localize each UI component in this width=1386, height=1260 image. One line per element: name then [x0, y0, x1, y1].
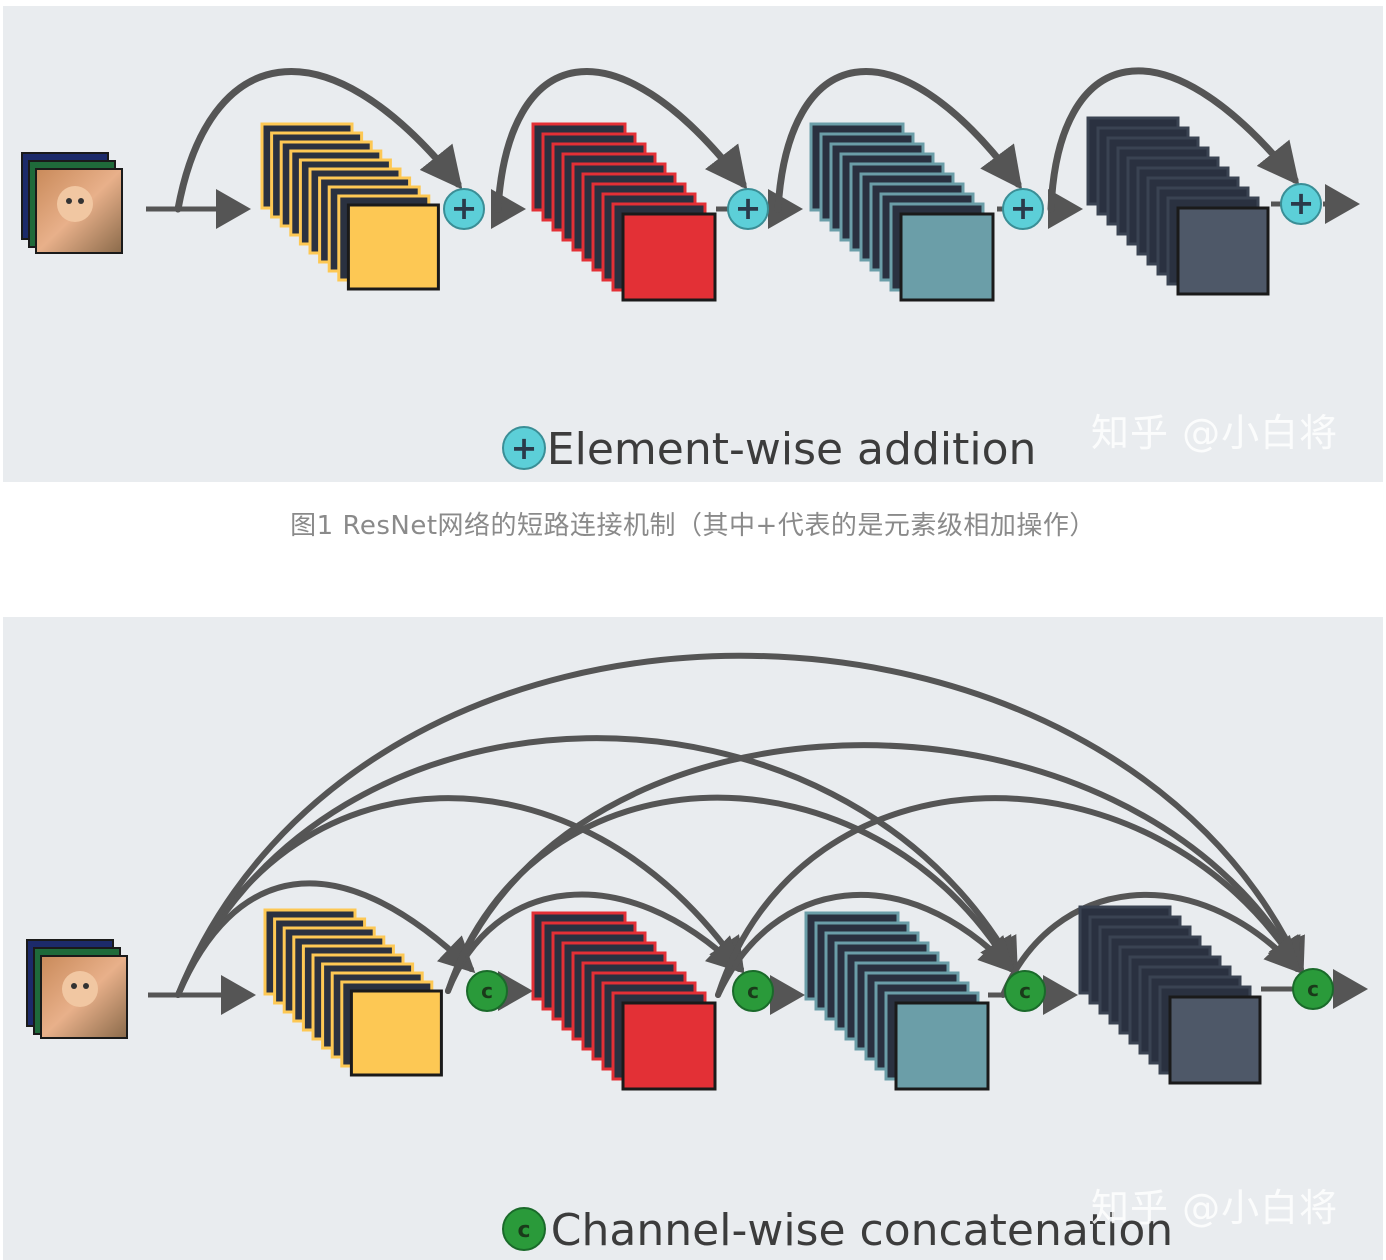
add-node-icon: +	[443, 188, 485, 230]
add-node-icon: +	[727, 188, 769, 230]
concat-node-icon: c	[502, 1207, 546, 1251]
concat-node-icon: c	[732, 970, 774, 1012]
legend-label: : Channel-wise concatenation	[522, 1205, 1174, 1256]
concat-symbol: c	[517, 1218, 530, 1243]
feature-map-stack-red	[531, 122, 717, 302]
concat-symbol: c	[1019, 979, 1031, 1003]
watermark: 知乎 @小白将	[1091, 1186, 1339, 1230]
input-image-icon	[21, 152, 123, 254]
concat-node-icon: c	[1004, 970, 1046, 1012]
input-image-icon	[26, 939, 128, 1039]
feature-map-stack-red	[531, 911, 717, 1091]
legend-label: : Element-wise addition	[518, 424, 1037, 475]
concat-node-icon: c	[1292, 968, 1334, 1010]
add-symbol: +	[735, 189, 762, 227]
feature-map-stack-yellow	[260, 122, 440, 291]
add-symbol: +	[451, 189, 478, 227]
concat-symbol: c	[747, 979, 759, 1003]
resnet-diagram-panel: + + + + + : Element-wise addition 知乎 @小白…	[3, 6, 1383, 482]
add-symbol: +	[511, 429, 538, 467]
watermark: 知乎 @小白将	[1091, 411, 1339, 455]
densenet-diagram-panel: c c c c c : Channel-wise concatenation 知…	[3, 617, 1383, 1260]
concat-symbol: c	[481, 979, 493, 1003]
resnet-diagram: + + + +	[21, 67, 1360, 302]
skip-connection-arcs	[174, 67, 1300, 213]
feature-map-stack-teal	[809, 122, 995, 302]
add-symbol: +	[1288, 184, 1315, 222]
feature-map-stack-slate	[1078, 905, 1262, 1085]
dense-connection-arcs	[175, 652, 1305, 998]
legend-concatenation: c : Channel-wise concatenation	[500, 1205, 1173, 1256]
feature-map-stack-slate	[1086, 116, 1270, 296]
densenet-diagram: c c c c	[26, 652, 1368, 1091]
add-symbol: +	[1010, 189, 1037, 227]
feature-map-stack-yellow	[263, 908, 443, 1077]
concat-node-icon: c	[466, 970, 508, 1012]
add-node-icon: +	[1002, 188, 1044, 230]
legend-addition: + : Element-wise addition	[500, 424, 1036, 475]
figure-caption: 图1 ResNet网络的短路连接机制（其中+代表的是元素级相加操作）	[290, 511, 1096, 541]
add-node-icon: +	[1280, 183, 1322, 225]
add-node-icon: +	[502, 426, 546, 470]
concat-symbol: c	[1307, 977, 1319, 1001]
feature-map-stack-teal	[804, 911, 990, 1091]
